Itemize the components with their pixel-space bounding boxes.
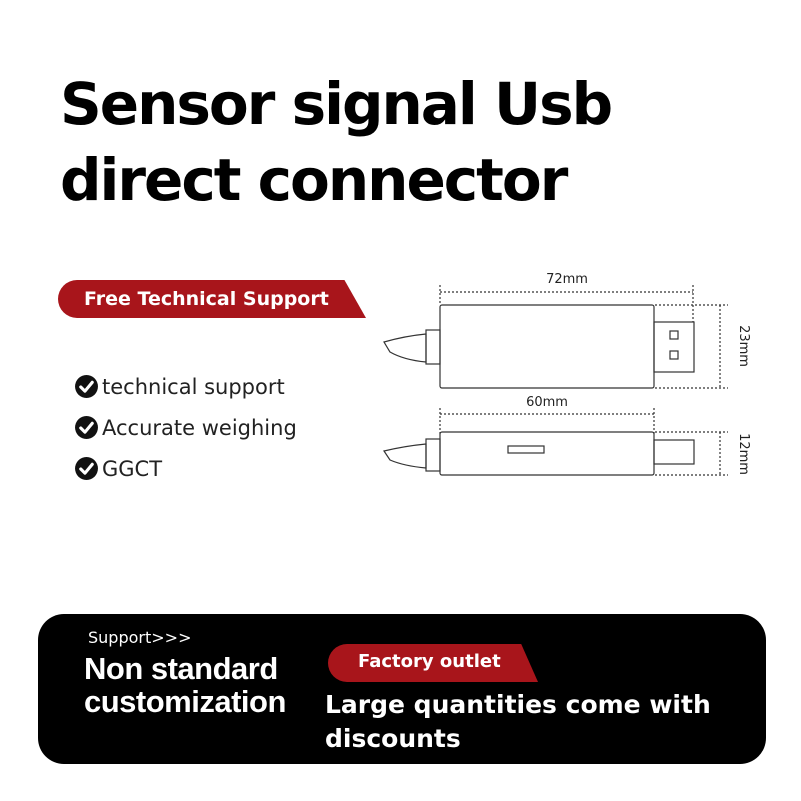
feature-item: technical support xyxy=(74,366,297,407)
side-height-label: 12mm xyxy=(736,433,751,475)
top-length-label: 72mm xyxy=(546,272,588,287)
customization-line-1: Non standard xyxy=(84,651,278,686)
page-title: Sensor signal Usb direct connector xyxy=(60,66,760,218)
check-circle-icon xyxy=(75,375,98,398)
top-height-label: 23mm xyxy=(736,325,751,367)
side-length-label: 60mm xyxy=(526,395,568,410)
title-line-2: direct connector xyxy=(60,146,568,214)
factory-outlet-badge: Factory outlet xyxy=(328,644,538,682)
feature-label: technical support xyxy=(102,374,285,399)
feature-list: technical support Accurate weighing GGCT xyxy=(74,366,297,489)
feature-item: GGCT xyxy=(74,448,297,489)
discount-text: Large quantities come with discounts xyxy=(325,690,711,753)
check-circle-icon xyxy=(75,457,98,480)
footer-panel: Support>>> Non standard customization Fa… xyxy=(38,614,766,764)
feature-label: Accurate weighing xyxy=(102,415,297,440)
feature-item: Accurate weighing xyxy=(74,407,297,448)
support-label: Support>>> xyxy=(88,628,192,647)
title-line-1: Sensor signal Usb xyxy=(60,70,613,138)
customization-line-2: customization xyxy=(84,684,286,719)
usb-side-view xyxy=(383,408,728,476)
check-circle-icon xyxy=(75,416,98,439)
customization-text: Non standard customization xyxy=(84,652,324,718)
support-badge: Free Technical Support xyxy=(58,280,366,318)
feature-label: GGCT xyxy=(102,456,163,481)
usb-top-view xyxy=(383,285,728,389)
